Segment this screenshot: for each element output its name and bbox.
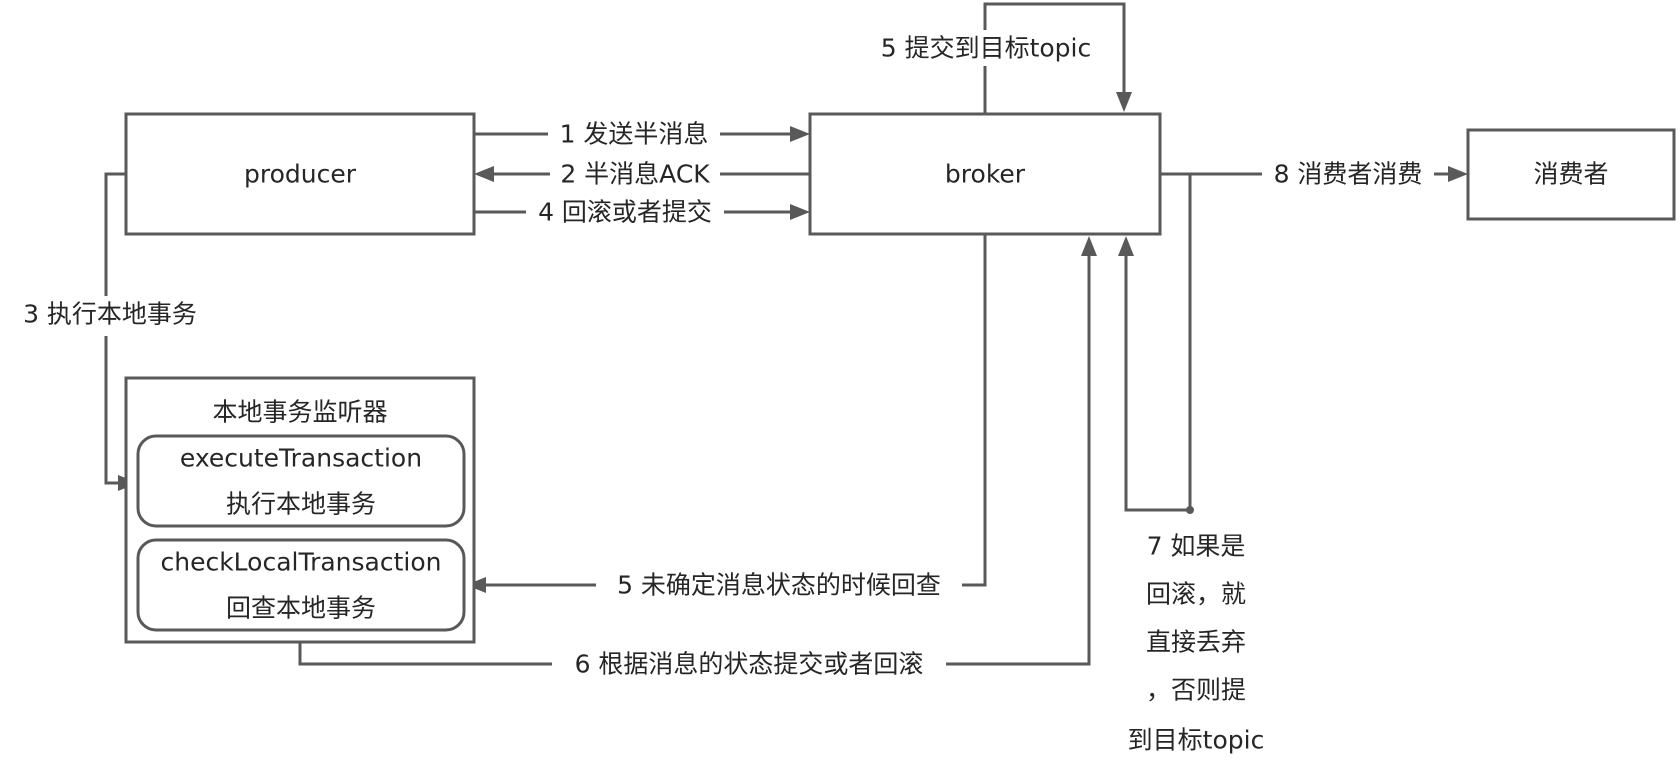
execute-transaction-box: executeTransaction 执行本地事务 [136, 434, 466, 528]
arrow-right-icon [1448, 166, 1468, 182]
label-commit-topic: 5 提交到目标topic [870, 30, 1102, 66]
consume-text: 8 消费者消费 [1274, 160, 1423, 189]
rollback-note-line-1: 7 如果是 [1147, 532, 1246, 561]
label-rollback-commit: 4 回滚或者提交 [526, 196, 724, 228]
rollback-note-line-5: 到目标topic [1128, 726, 1265, 755]
commit-by-state-text: 6 根据消息的状态提交或者回滚 [575, 650, 924, 679]
edge-check-back [466, 234, 987, 593]
half-ack-text: 2 半消息ACK [560, 160, 710, 189]
label-send-half: 1 发送半消息 [548, 118, 720, 150]
label-commit-by-state: 6 根据消息的状态提交或者回滚 [552, 647, 946, 681]
arrow-right-icon [790, 204, 810, 220]
rollback-note-line-3: 直接丢弃 [1146, 628, 1246, 657]
send-half-text: 1 发送半消息 [560, 120, 709, 149]
rollback-note-line-2: 回滚，就 [1146, 580, 1246, 609]
label-consume: 8 消费者消费 [1262, 158, 1434, 190]
junction-dot [1186, 506, 1194, 514]
listener-title: 本地事务监听器 [212, 398, 387, 427]
arrow-right-icon [790, 126, 810, 142]
execute-transaction-desc: 执行本地事务 [226, 490, 376, 519]
exec-local-text: 3 执行本地事务 [23, 300, 197, 329]
broker-node: broker [808, 112, 1162, 236]
check-back-text: 5 未确定消息状态的时候回查 [617, 571, 941, 600]
arrow-left-icon [474, 166, 494, 182]
label-half-ack: 2 半消息ACK [550, 158, 720, 190]
consumer-label: 消费者 [1533, 160, 1608, 189]
rollback-note-line-4: ，否则提 [1146, 676, 1246, 705]
producer-label: producer [244, 160, 357, 189]
label-check-back: 5 未确定消息状态的时候回查 [596, 568, 962, 602]
arrow-up-icon [1081, 236, 1097, 256]
check-local-transaction-box: checkLocalTransaction 回查本地事务 [136, 538, 466, 632]
check-local-transaction-desc: 回查本地事务 [226, 594, 376, 623]
label-exec-local: 3 执行本地事务 [12, 296, 208, 336]
consumer-node: 消费者 [1466, 128, 1676, 221]
listener-node: 本地事务监听器 executeTransaction 执行本地事务 checkL… [124, 376, 476, 644]
rollback-commit-text: 4 回滚或者提交 [538, 198, 712, 227]
check-local-transaction-name: checkLocalTransaction [160, 548, 441, 577]
execute-transaction-name: executeTransaction [180, 444, 422, 473]
producer-node: producer [124, 112, 476, 236]
arrow-up-icon [1118, 236, 1134, 256]
label-rollback-note: 7 如果是 回滚，就 直接丢弃 ，否则提 到目标topic [1128, 532, 1265, 755]
arrow-left-icon [466, 577, 486, 593]
arrow-down-icon [1116, 92, 1132, 112]
commit-topic-text: 5 提交到目标topic [881, 34, 1092, 63]
broker-label: broker [945, 160, 1026, 189]
